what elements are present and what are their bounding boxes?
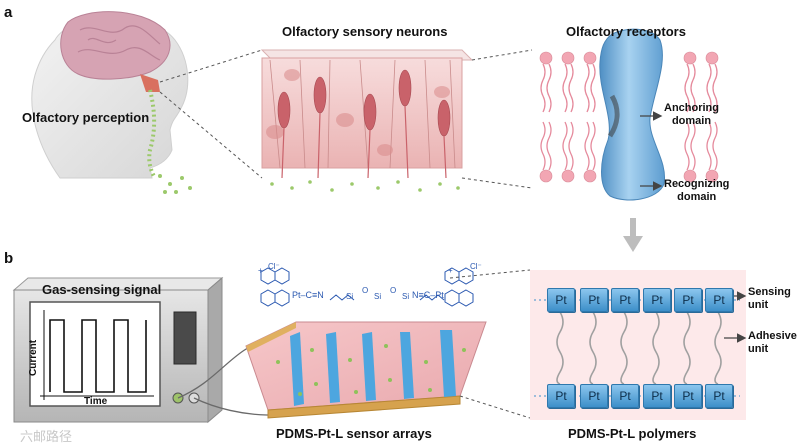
neuron-tissue <box>260 49 474 192</box>
sensing-unit-label: Sensing unit <box>748 286 791 312</box>
sensing-line-1: Sensing <box>748 286 791 298</box>
watermark: 六邮路径 <box>20 429 73 444</box>
panel-label-a: a <box>4 4 13 21</box>
formula-counterion-right: Cl⁻ <box>470 262 482 271</box>
chemical-structure <box>260 267 474 307</box>
panel-label-b: b <box>4 250 14 267</box>
odor-dots-board <box>276 344 466 396</box>
pt-unit: Pt <box>611 288 639 312</box>
gas-sensing-device <box>12 276 224 424</box>
olfactory-perception-label: Olfactory perception <box>22 110 150 125</box>
pt-unit: Pt <box>547 384 575 408</box>
odor-dots-head <box>158 174 192 194</box>
pt-unit: Pt <box>580 288 608 312</box>
pt-label: Pt <box>682 293 694 307</box>
formula-counterion-left: Cl⁻ <box>268 262 280 271</box>
electrode-stripes <box>290 330 456 406</box>
pt-unit: Pt <box>705 288 733 312</box>
odor-dots-tissue <box>270 180 460 192</box>
pt-label: Pt <box>713 293 725 307</box>
anchoring-line-2: domain <box>671 115 712 127</box>
olfactory-pathway <box>147 89 157 180</box>
sensor-array-board <box>245 321 487 419</box>
anchoring-line-1: Anchoring <box>664 102 719 114</box>
current-axis-label: Current <box>28 339 39 376</box>
pt-label: Pt <box>682 389 694 403</box>
pt-label: Pt <box>713 389 725 403</box>
formula-o-2: O <box>390 286 397 295</box>
pt-unit: Pt <box>674 384 702 408</box>
pt-label: Pt <box>619 389 631 403</box>
olfactory-bulb <box>140 74 160 92</box>
pt-label: Pt <box>619 293 631 307</box>
pt-unit: Pt <box>705 384 733 408</box>
formula-si-2: Si <box>374 292 382 301</box>
signal-trace <box>49 319 147 393</box>
pt-unit: Pt <box>643 384 671 408</box>
sensing-line-2: unit <box>748 299 769 311</box>
pt-label: Pt <box>588 389 600 403</box>
zoom-lines-a2 <box>461 49 533 189</box>
receptor-protein <box>599 28 666 201</box>
pt-unit: Pt <box>643 288 671 312</box>
pt-label: Pt <box>555 389 567 403</box>
recognizing-domain-label: Recognizing domain <box>664 178 729 204</box>
formula-charge-left: + <box>258 266 263 275</box>
pt-label: Pt <box>651 389 663 403</box>
down-arrow <box>623 218 643 252</box>
formula-si-3: Si <box>402 292 410 301</box>
olfactory-neurons-title: Olfactory sensory neurons <box>282 24 448 39</box>
anchoring-domain-label: Anchoring domain <box>664 102 719 128</box>
brain-shape <box>60 11 171 80</box>
head-illustration <box>31 11 192 194</box>
pt-label: Pt <box>651 293 663 307</box>
pt-label: Pt <box>588 293 600 307</box>
zoom-lines-b <box>449 269 531 419</box>
polymers-title: PDMS-Pt-L polymers <box>568 426 697 441</box>
formula-right-group: N≡C–Pt <box>412 290 444 300</box>
gas-sensing-signal-title: Gas-sensing signal <box>42 282 162 297</box>
device-slot <box>173 311 197 365</box>
formula-charge-right: + <box>448 266 453 275</box>
adhesive-chains <box>556 311 722 385</box>
time-axis-label: Time <box>84 396 108 407</box>
formula-o-1: O <box>362 286 369 295</box>
olfactory-receptors-title: Olfactory receptors <box>566 24 686 39</box>
sensor-arrays-title: PDMS-Pt-L sensor arrays <box>276 426 432 441</box>
formula-left-group: Pt–C≡N <box>292 290 324 300</box>
receptor-membrane <box>539 28 719 201</box>
zoom-lines-a1 <box>159 49 263 179</box>
recognizing-line-2: domain <box>677 191 717 203</box>
pt-unit: Pt <box>674 288 702 312</box>
adhesive-unit-label: Adhesive unit <box>748 330 797 356</box>
recognizing-line-1: Recognizing <box>664 178 730 190</box>
pt-unit: Pt <box>611 384 639 408</box>
pt-unit: Pt <box>580 384 608 408</box>
formula-si-1: Si <box>346 292 354 301</box>
receptor-pointers <box>640 111 663 191</box>
pt-unit: Pt <box>547 288 575 312</box>
adhesive-line-1: Adhesive <box>748 330 797 342</box>
pt-label: Pt <box>555 293 567 307</box>
adhesive-line-2: unit <box>748 343 769 355</box>
